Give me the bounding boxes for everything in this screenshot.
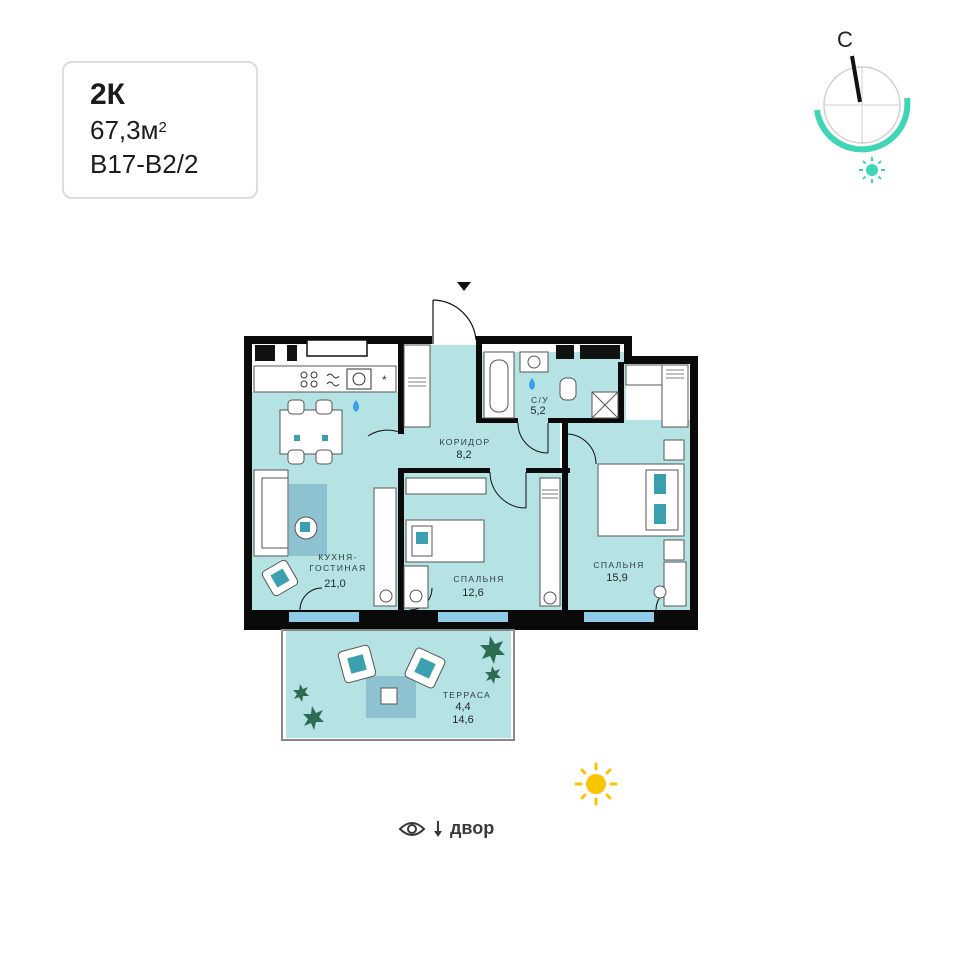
kitchen-corridor-wall [398, 344, 404, 434]
hall-wardrobe [539, 477, 561, 607]
window-bedroom-small [438, 612, 508, 622]
bathtub [483, 351, 515, 419]
kitchen-label-line1: КУХНЯ- [318, 552, 358, 562]
water-drop-icon-bath [529, 378, 535, 390]
area-unit-superscript: 2 [158, 119, 167, 136]
window-kitchen [289, 612, 359, 622]
view-label: двор [450, 818, 495, 838]
sink [519, 351, 549, 373]
bedroom-north-wall [398, 468, 490, 473]
dining-table [279, 399, 343, 465]
corridor-label: КОРИДОР [439, 437, 490, 447]
window-bedroom-large [584, 612, 654, 622]
terrace-area-total: 14,6 [452, 714, 473, 726]
terrace-railing [281, 629, 515, 741]
compass-sun-icon [859, 157, 885, 183]
entrance-door [432, 299, 477, 344]
small-bedroom-shelf [405, 477, 487, 495]
bathroom-label: С/У [531, 395, 549, 405]
north-wall-right [476, 336, 632, 344]
kitchen-bedroom-wall [398, 470, 404, 610]
apartment-code: В17-В2/2 [90, 149, 199, 179]
terrace-area: 4,4 [455, 701, 470, 713]
arrow-down-icon [434, 820, 442, 837]
terrace-armchairs [337, 644, 446, 705]
kitchen-label-line2: ГОСТИНАЯ [309, 563, 366, 573]
bedroom-wardrobe [625, 364, 689, 428]
coffee-table [294, 516, 318, 540]
bedroom-desk [663, 561, 687, 607]
view-direction: двор [398, 818, 494, 839]
west-wall [244, 336, 252, 630]
corridor-wardrobe [403, 344, 431, 428]
apartment-type: 2К [90, 78, 125, 111]
bedroom-small-label: СПАЛЬНЯ [453, 574, 504, 584]
north-wall-far [624, 356, 698, 364]
kitchen-counter: * [253, 365, 397, 393]
shower [591, 391, 619, 419]
east-wall [690, 356, 698, 630]
bedroom-desk-chair [653, 585, 667, 599]
hall-chair [543, 591, 557, 605]
svg-text:*: * [382, 373, 387, 387]
bedroom-small-area: 12,6 [462, 587, 483, 599]
double-bed [597, 439, 685, 561]
bath-wall-south-right [548, 418, 624, 423]
compass-north-letter: С [837, 27, 853, 52]
bath-wall-west [476, 344, 482, 422]
corridor-area: 8,2 [456, 449, 471, 461]
compass-icon [814, 55, 911, 153]
single-bed [405, 519, 485, 563]
apartment-area-value: 67,3м [90, 115, 159, 145]
windows [255, 339, 654, 622]
terrace-label: ТЕРРАСА [443, 690, 492, 700]
interior-doors [299, 422, 679, 611]
bedroom-large-area: 15,9 [606, 572, 627, 584]
bedrooms-divider-wall [562, 420, 568, 610]
bath-wall-south [476, 418, 518, 423]
eye-icon [398, 821, 426, 836]
armchair [261, 559, 299, 597]
entrance-arrow-icon [457, 282, 471, 291]
desk-chair [379, 589, 393, 603]
bedroom-large-label: СПАЛЬНЯ [593, 560, 644, 570]
plant-icon [293, 636, 505, 730]
bedroom-north-wall-right [526, 468, 570, 473]
sofa [253, 469, 289, 557]
small-bedroom-chair [409, 589, 423, 603]
toilet [559, 377, 577, 401]
sun-icon [574, 762, 618, 806]
apartment-info-card: 2К 67,3м2 В17-В2/2 [62, 61, 258, 199]
north-step-wall [624, 336, 632, 362]
bathroom-area: 5,2 [530, 405, 545, 417]
apartment-area: 67,3м2 [90, 113, 256, 147]
water-drop-icon [353, 400, 359, 412]
kitchen-area: 21,0 [324, 578, 345, 590]
bath-wall-east [618, 362, 624, 422]
tv-stand [373, 487, 397, 607]
